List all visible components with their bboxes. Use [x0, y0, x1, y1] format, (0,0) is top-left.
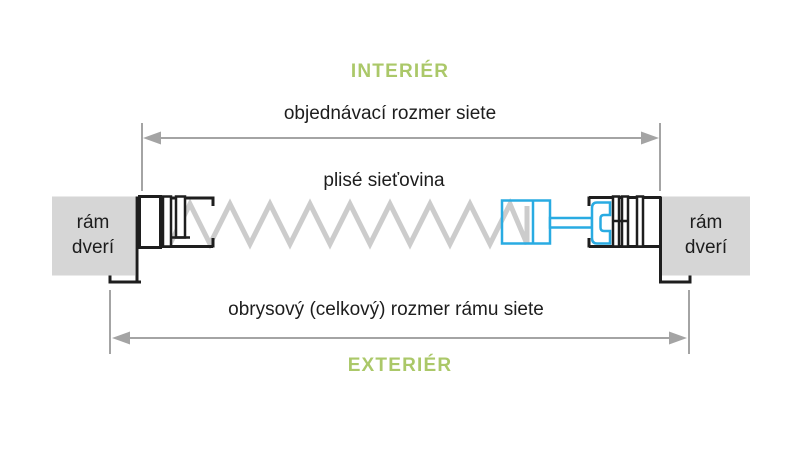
door-frame-block-left — [52, 196, 135, 276]
door-frame-block-right — [662, 196, 750, 276]
dimension-order-size — [141, 123, 661, 191]
dimension-top-arrow-right — [641, 131, 659, 145]
screen-rail-right — [587, 195, 692, 284]
dimension-bottom-arrow-left — [112, 331, 130, 345]
order-dimension-label: objednávací rozmer siete — [283, 103, 497, 124]
exterior-zone-label: EXTERIÉR — [347, 355, 453, 376]
left-rail-foot — [108, 275, 141, 284]
overall-dimension-label: obrysový (celkový) rozmer rámu siete — [228, 299, 544, 320]
interior-zone-label: INTERIÉR — [350, 61, 450, 82]
handle-bar-profile — [500, 199, 612, 245]
door-frame-right-label: rám dverí — [684, 212, 728, 258]
left-rail-slot — [161, 195, 173, 248]
dimension-top-arrow-left — [143, 131, 161, 145]
handle-bar-tube — [548, 216, 594, 229]
right-rail-foot — [659, 275, 692, 284]
dimension-overall-size — [109, 290, 690, 354]
door-frame-left-label: rám dverí — [71, 212, 115, 258]
right-rail-divider-c — [635, 195, 645, 248]
dimension-bottom-arrow-right — [669, 331, 687, 345]
pleated-mesh-label: plisé sieťovina — [323, 170, 445, 191]
left-rail-chamber — [138, 195, 162, 249]
handle-bar-clip — [590, 201, 612, 245]
left-rail-hanger — [174, 195, 187, 239]
screen-rail-left — [108, 195, 215, 284]
pleated-mesh — [167, 198, 530, 250]
mesh-zigzag — [167, 198, 530, 250]
